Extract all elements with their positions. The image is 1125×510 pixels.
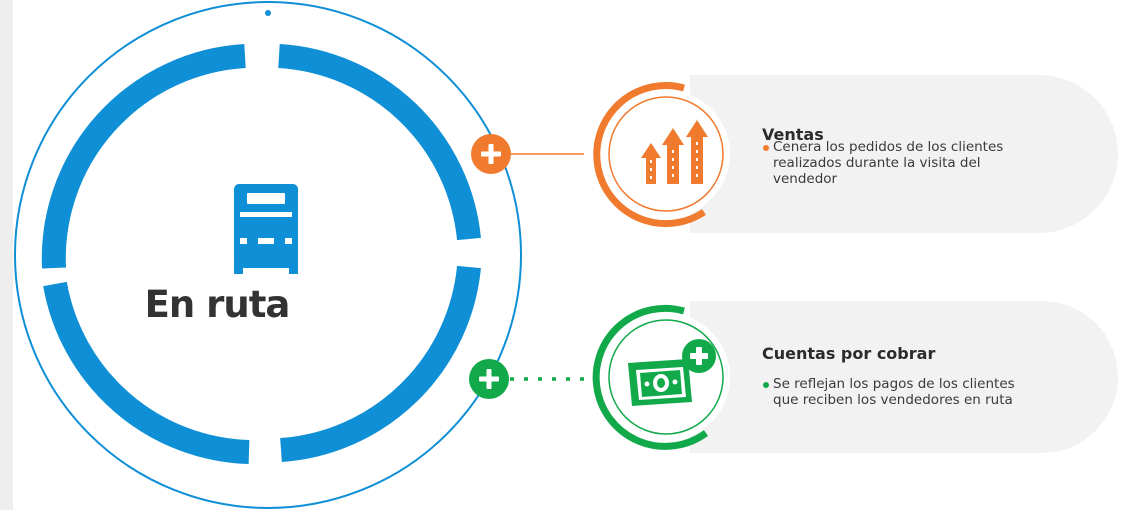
ventas-card: [690, 75, 1118, 233]
left-margin-strip: [0, 0, 13, 510]
outer-ring: [14, 1, 522, 509]
money-plus-icon: [628, 339, 716, 406]
cuentas-connector: [469, 359, 584, 399]
cuentas-description-line: que reciben los vendedores en ruta: [773, 392, 1013, 408]
ventas-title: Ventas: [762, 125, 824, 144]
cuentas-description-line: Se reflejan los pagos de los clientes: [773, 376, 1015, 392]
ventas-connector: [471, 134, 584, 174]
bus-icon: [234, 184, 298, 274]
ring-segment-bottom-right: [280, 265, 481, 462]
ventas-bullet: [763, 145, 769, 151]
sales-arrows-up-icon: [641, 120, 708, 184]
ring-segment-bottom-left: [43, 281, 250, 464]
ventas-description-line: realizados durante la visita del: [773, 155, 981, 171]
cuentas-title: Cuentas por cobrar: [762, 344, 936, 363]
ventas-description: Cenera los pedidos de los clientes reali…: [773, 139, 1003, 187]
cuentas-icon-circle: [592, 304, 730, 450]
ring-segment-top-right: [278, 44, 481, 241]
ring-segment-top-left: [41, 44, 246, 269]
cuentas-bullet: [763, 382, 769, 388]
outer-ring-marker: [265, 10, 271, 16]
cuentas-description: Se reflejan los pagos de los clientes qu…: [773, 376, 1015, 408]
ventas-description-line: vendedor: [773, 171, 838, 187]
cuentas-card: [690, 301, 1118, 453]
ventas-icon-circle: [593, 82, 730, 228]
ventas-description-line: Cenera los pedidos de los clientes: [773, 139, 1004, 155]
segmented-ring: [41, 44, 481, 464]
center-title: En ruta: [144, 283, 291, 326]
